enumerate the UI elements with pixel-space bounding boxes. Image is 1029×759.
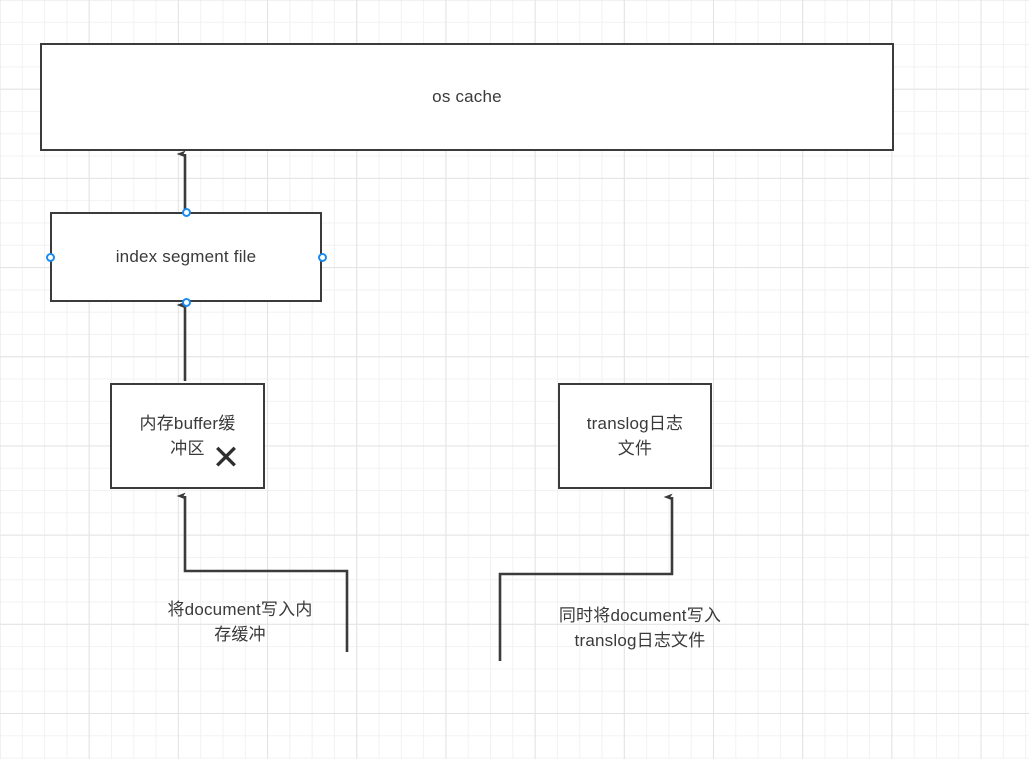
cross-out-x-icon: ✕ <box>211 438 241 478</box>
node-index-segment-file[interactable]: index segment file <box>45 207 327 307</box>
connection-handle-right[interactable] <box>317 252 327 262</box>
node-memory-buffer-label: 内存buffer缓 冲区 <box>139 413 236 459</box>
node-translog-file[interactable]: translog日志 文件 <box>558 383 712 489</box>
node-os-cache-label: os cache <box>432 86 502 106</box>
connection-handle-left[interactable] <box>45 252 55 262</box>
connection-handle-bottom[interactable] <box>181 297 191 307</box>
node-os-cache[interactable]: os cache <box>40 43 894 151</box>
node-index-segment-file-label: index segment file <box>115 246 257 266</box>
node-memory-buffer[interactable]: 内存buffer缓 冲区 <box>110 383 265 489</box>
edge-label-write-to-buffer: 将document写入内 存缓冲 <box>167 600 313 644</box>
edge-label-write-to-translog: 同时将document写入 translog日志文件 <box>558 606 722 650</box>
node-translog-file-label: translog日志 文件 <box>586 413 684 459</box>
connection-handle-top[interactable] <box>181 207 191 217</box>
